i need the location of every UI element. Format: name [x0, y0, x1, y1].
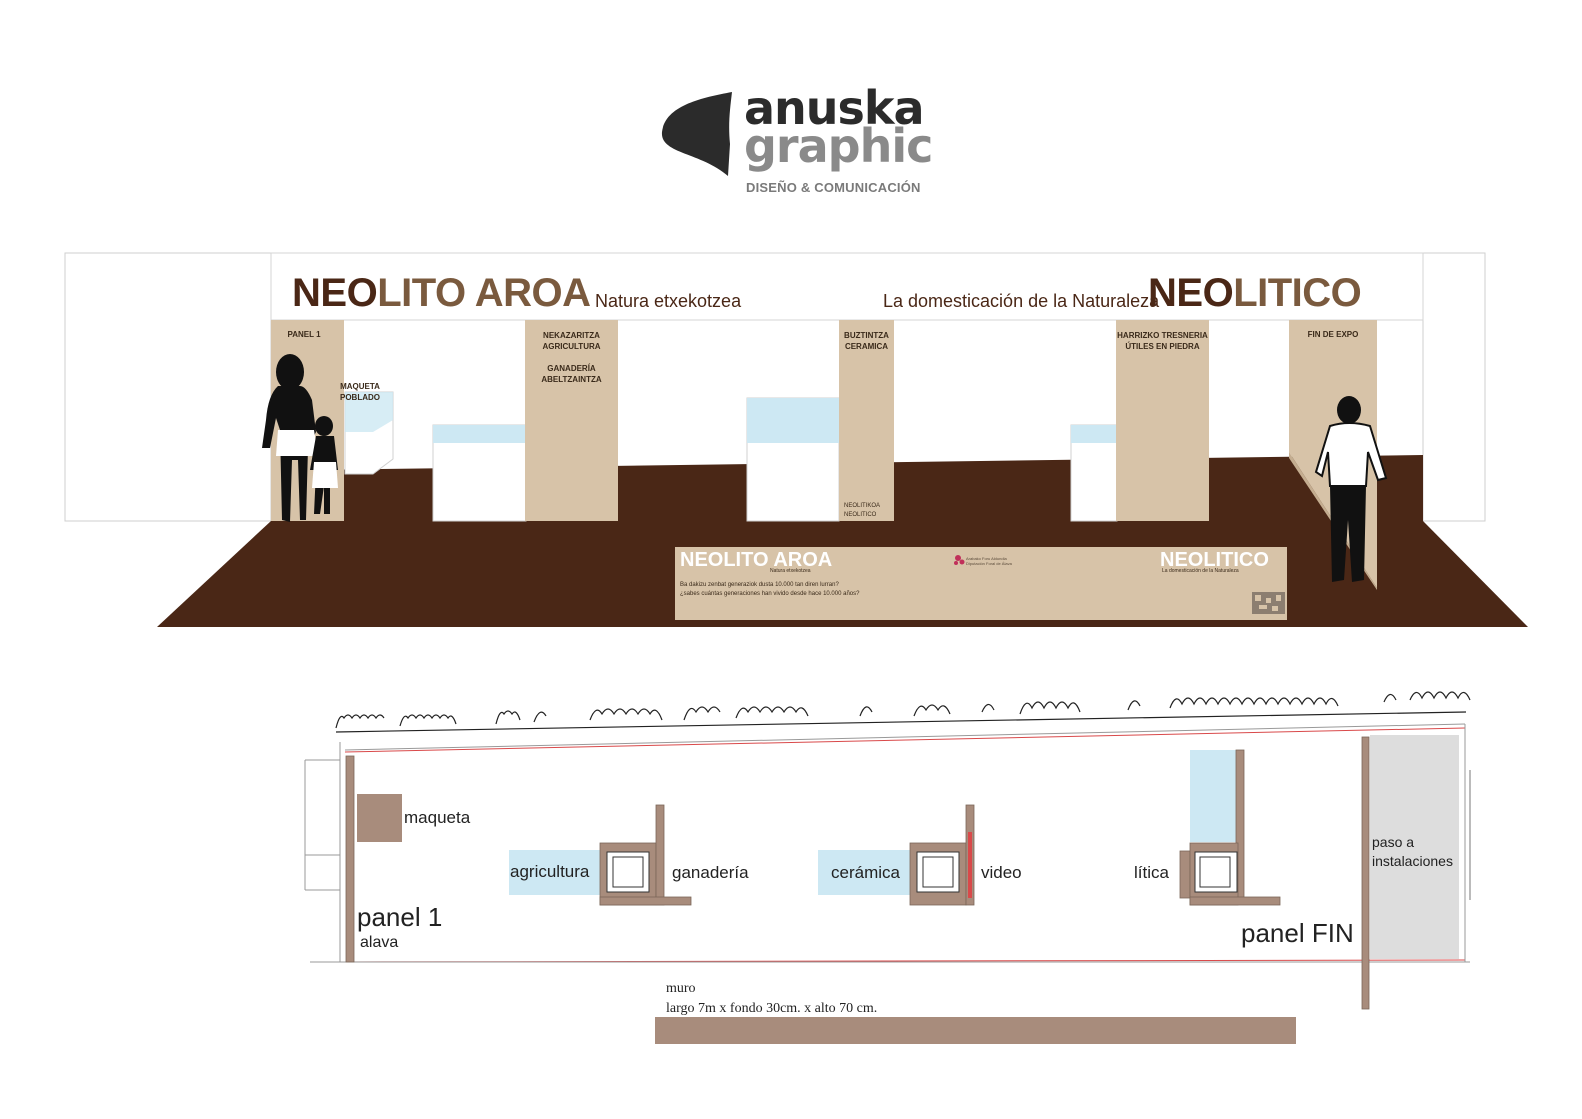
sponsor-line: Diputación Foral de Álava — [966, 561, 1012, 566]
panel-foot-line: NEOLITIKOA — [844, 503, 881, 509]
qr-code-icon — [1252, 592, 1285, 614]
logo: anuska graphic DISEÑO & COMUNICACIÓN — [660, 84, 960, 204]
logo-line2: graphic — [744, 119, 933, 173]
plan-agricultura-label: agricultura — [510, 862, 590, 881]
front-wall-question-eu: Ba dakizu zenbat generaziok dusta 10.000… — [680, 582, 839, 588]
plan-panel1-label: panel 1 — [357, 902, 443, 932]
paso-line: instalaciones — [1372, 853, 1453, 869]
panel-label-line: ABELTZAINTZA — [541, 375, 602, 384]
front-wall-sub-right: La domesticación de la Naturaleza — [1162, 568, 1239, 574]
plan-maqueta-label: maqueta — [404, 808, 471, 827]
front-wall-question-es: ¿sabes cuántas generaciones han vivido d… — [680, 591, 860, 597]
plan-muro — [655, 1017, 1296, 1044]
maqueta-vitrine — [344, 391, 394, 475]
room-outline — [304, 723, 1471, 963]
plan-panel-1 — [345, 755, 355, 963]
paso-line: paso a — [1372, 834, 1415, 850]
header-right-sub: La domesticación de la Naturaleza — [883, 291, 1160, 311]
plan-ceramica-label: cerámica — [831, 863, 900, 882]
leaf-logo-icon — [661, 92, 732, 176]
panel-label-line: NEKAZARITZA — [543, 331, 600, 340]
front-wall-title-right: NEOLITICO — [1160, 549, 1269, 571]
logo-line1: anuska — [744, 81, 925, 135]
display-case-1 — [432, 424, 527, 522]
vegetation-outline — [335, 691, 1471, 733]
display-case-3 — [1070, 424, 1118, 522]
maqueta-label-line: MAQUETA — [340, 382, 380, 391]
maqueta-label: MAQUETA POBLADO — [332, 381, 388, 403]
maqueta-label-line: POBLADO — [340, 393, 380, 402]
plan-panel-fin-label: panel FIN — [1241, 918, 1354, 948]
front-wall-title-left: NEOLITO AROA — [680, 549, 833, 571]
woman-child-silhouette-icon — [262, 354, 338, 522]
panel-label-line: GANADERÍA — [547, 364, 596, 373]
panel-foot-line: NEOLITICO — [844, 512, 877, 518]
plan-unit-3 — [1179, 749, 1281, 906]
man-silhouette-icon — [1314, 396, 1388, 582]
panel-ceramica — [839, 320, 894, 521]
plan-litica-label: lítica — [1134, 863, 1169, 882]
panel-label-line: ÚTILES EN PIEDRA — [1125, 342, 1200, 351]
header-title-right: NEOLITICO — [1148, 270, 1362, 316]
header-left-sub: Natura etxekotzea — [595, 291, 742, 311]
plan-agricultura-case — [509, 850, 600, 895]
panel-ceramica-label: BUZTINTZA CERAMICA — [839, 330, 894, 352]
plan-muro-dims: largo 7m x fondo 30cm. x alto 70 cm. — [666, 1001, 878, 1016]
plan-ceramica-case — [818, 850, 910, 895]
panel-fin-label: FIN DE EXPO — [1307, 330, 1359, 339]
panel-agricultura-label: NEKAZARITZA AGRICULTURA GANADERÍA ABELTZ… — [525, 330, 618, 385]
panel-1-label: PANEL 1 — [287, 330, 321, 339]
elevation-view: NEOLITO AROA Natura etxekotzea La domest… — [64, 252, 1528, 627]
panel-label-line: BUZTINTZA — [844, 331, 889, 340]
header-left-light: LITO AROA — [377, 271, 591, 315]
front-wall-sub-left: Natura etxekotzea — [770, 568, 811, 574]
ceramic-panel-foot: NEOLITIKOA NEOLITICO — [844, 502, 880, 520]
header-title-left: NEOLITO AROA — [292, 270, 591, 316]
front-wall — [675, 547, 1287, 620]
plan-video-label: video — [981, 863, 1022, 882]
display-case-2 — [746, 397, 840, 522]
plan-alava-label: alava — [360, 934, 399, 951]
panel-litica — [1116, 320, 1209, 521]
header-left-bold: NEO — [292, 271, 378, 315]
header-right-light: LITICO — [1233, 271, 1362, 315]
plan-ganaderia-label: ganadería — [672, 863, 749, 882]
panel-litica-label: HARRIZKO TRESNERIA ÚTILES EN PIEDRA — [1110, 330, 1215, 352]
sponsor-line: Arabako Foru Aldundia — [966, 556, 1007, 561]
panel-label-line: HARRIZKO TRESNERIA — [1117, 331, 1208, 340]
sponsor-logo-icon — [954, 555, 965, 565]
front-wall-sponsor: Arabako Foru Aldundia Diputación Foral d… — [966, 556, 1012, 566]
plan-paso-label: paso a instalaciones — [1372, 833, 1453, 871]
header-band — [270, 252, 1424, 321]
panel-label-line: CERAMICA — [844, 342, 889, 351]
plan-maqueta — [357, 794, 402, 842]
plan-muro-title: muro — [666, 981, 696, 996]
plan-panel-fin — [1361, 736, 1370, 1010]
plan-unit-1 — [599, 804, 692, 906]
panel-agricultura — [525, 320, 618, 521]
floor-plan: maqueta agricultura ganadería cerámica v… — [0, 640, 1582, 1119]
plan-paso-area — [1370, 735, 1459, 959]
panel-label-line: AGRICULTURA — [542, 342, 601, 351]
plan-unit-2 — [909, 804, 975, 906]
header-right-bold: NEO — [1148, 271, 1234, 315]
logo-tagline: DISEÑO & COMUNICACIÓN — [746, 180, 921, 195]
